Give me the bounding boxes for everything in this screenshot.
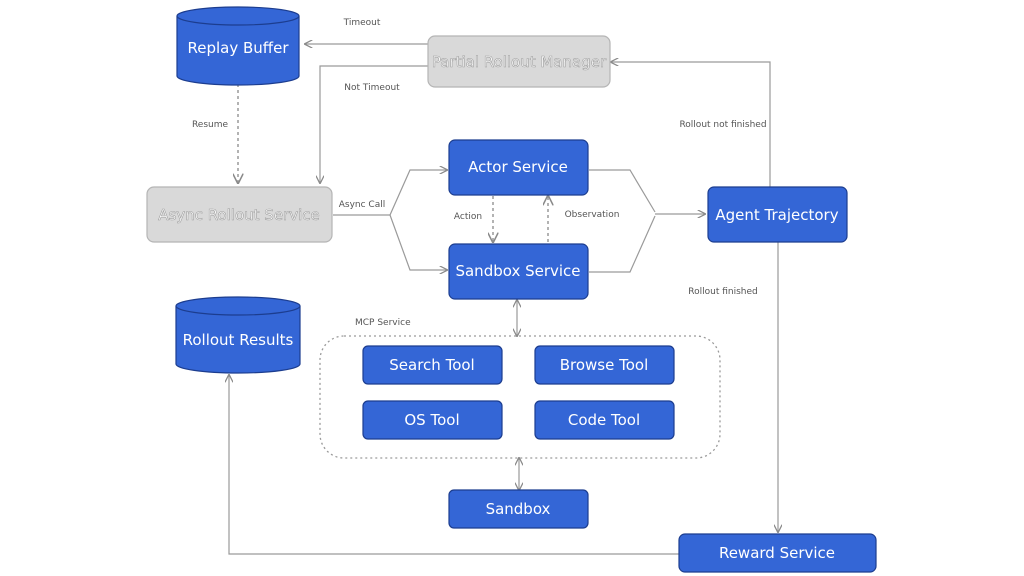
label-resume: Resume [192,120,229,130]
reward-service-node[interactable]: Reward Service [678,533,877,573]
partial-rollout-manager-node[interactable]: Partial Rollout Manager [427,35,611,88]
edge-async-to-actor [389,170,447,216]
actor-service-label: Actor Service [468,158,568,176]
edge-reward-to-results [229,375,679,555]
browse-tool-label: Browse Tool [560,356,649,374]
code-tool-label: Code Tool [568,411,640,429]
edge-actor-to-trajectory [589,169,656,213]
agent-trajectory-node[interactable]: Agent Trajectory [707,186,848,243]
reward-service-label: Reward Service [719,544,835,562]
sandbox-service-node[interactable]: Sandbox Service [448,243,589,300]
label-timeout: Timeout [343,18,381,28]
sandbox-node[interactable]: Sandbox [448,489,589,529]
actor-service-node[interactable]: Actor Service [448,139,589,196]
sandbox-label: Sandbox [486,500,551,518]
search-tool-label: Search Tool [389,356,474,374]
edge-not-timeout [320,65,428,183]
replay-buffer-label: Replay Buffer [187,39,289,57]
sandbox-service-label: Sandbox Service [455,262,580,280]
label-action: Action [454,212,482,222]
mcp-service-container [319,335,721,459]
replay-buffer-node[interactable]: Replay Buffer [176,6,300,86]
agent-trajectory-label: Agent Trajectory [715,206,838,224]
mcp-service-label: MCP Service [355,318,411,328]
edge-rollout-not-finished [611,62,771,187]
search-tool-node[interactable]: Search Tool [362,345,503,385]
code-tool-node[interactable]: Code Tool [534,400,675,440]
async-rollout-service-node[interactable]: Async Rollout Service [146,186,333,243]
async-rollout-service-label: Async Rollout Service [158,206,320,224]
os-tool-label: OS Tool [404,411,459,429]
partial-rollout-manager-label: Partial Rollout Manager [432,53,607,71]
label-observation: Observation [565,210,620,220]
label-rollout-finished: Rollout finished [688,287,757,297]
rollout-results-label: Rollout Results [183,331,294,349]
label-not-timeout: Not Timeout [344,83,400,93]
rollout-results-node[interactable]: Rollout Results [175,296,301,374]
edge-async-to-sandbox [389,214,447,270]
browse-tool-node[interactable]: Browse Tool [534,345,675,385]
label-async-call: Async Call [339,200,386,210]
label-rollout-not-finished: Rollout not finished [679,120,766,130]
os-tool-node[interactable]: OS Tool [362,400,503,440]
edge-sandbox-to-trajectory [589,215,656,273]
